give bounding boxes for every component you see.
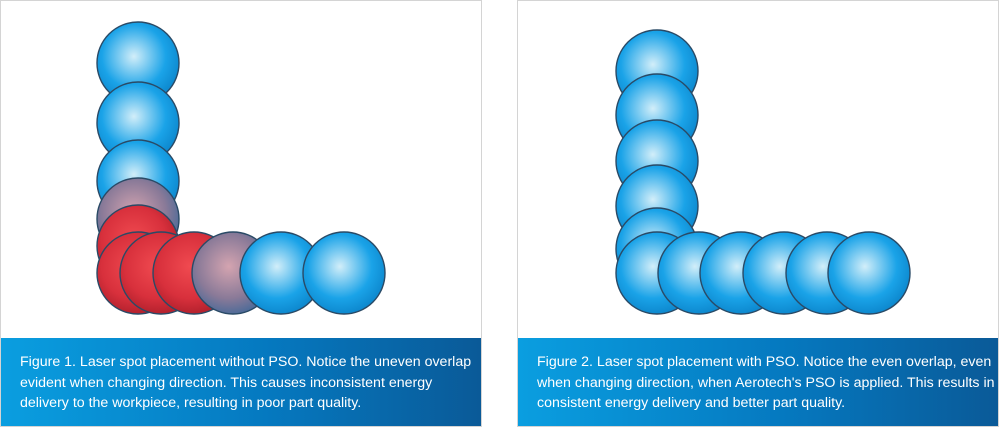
figure-2-spots — [615, 29, 911, 315]
figure-1-spots — [96, 21, 386, 315]
figure-2-caption: Figure 2. Laser spot placement with PSO.… — [518, 338, 998, 426]
figure-1-caption: Figure 1. Laser spot placement without P… — [1, 338, 481, 426]
figure-1-panel: Figure 1. Laser spot placement without P… — [0, 0, 482, 427]
laser-spot-blue — [827, 231, 911, 315]
laser-spot-blue — [302, 231, 386, 315]
figure-2-panel: Figure 2. Laser spot placement with PSO.… — [517, 0, 999, 427]
